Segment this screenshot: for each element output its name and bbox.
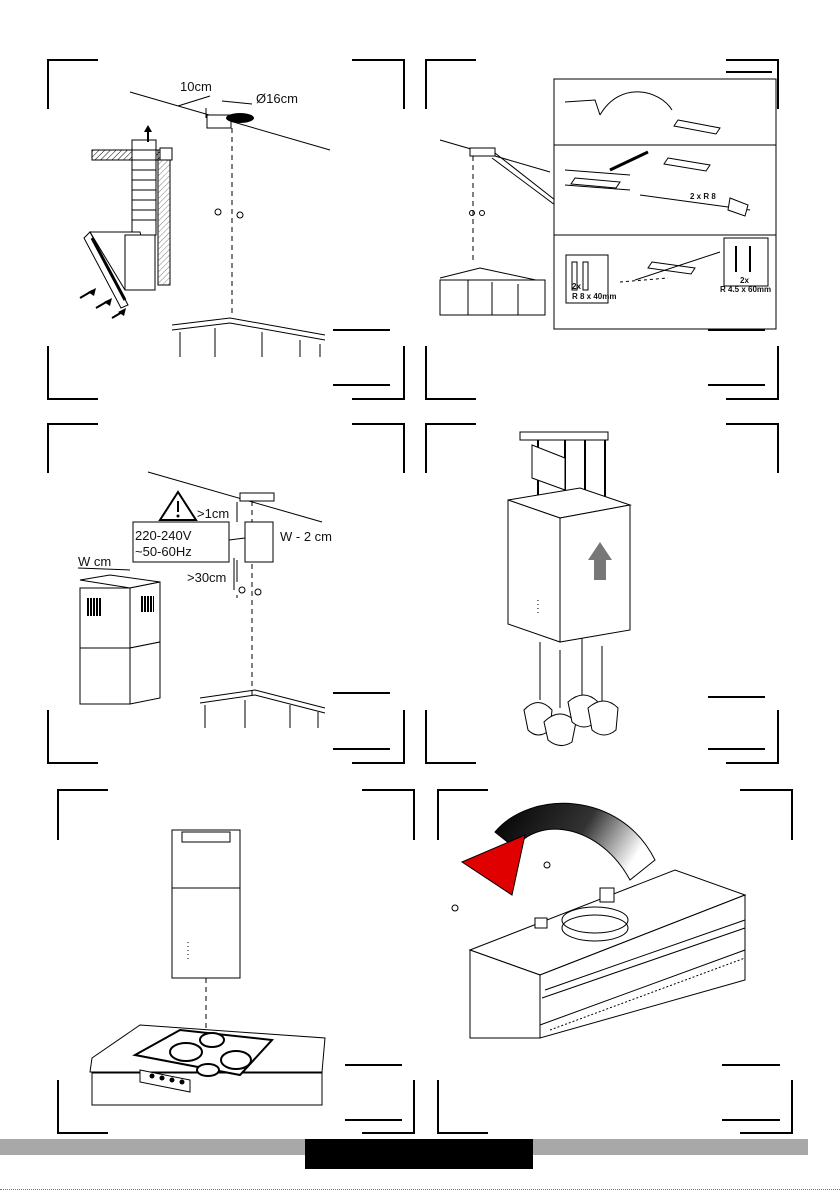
panel-hood-flip — [420, 770, 840, 1140]
label-width-minus-2cm: W - 2 cm — [280, 530, 332, 543]
label-screw-r8: 2 x R 8 — [690, 193, 716, 201]
panel-chimney-over-hob — [0, 770, 420, 1140]
panel-4-illustration — [420, 410, 840, 770]
label-duct-diameter: Ø16cm — [256, 92, 298, 105]
panel-wall-hood-ducting: 10cm Ø16cm — [0, 0, 420, 410]
panel-chimney-fixing — [420, 410, 840, 770]
label-plugs-size: R 8 x 40mm — [572, 293, 616, 301]
label-screws-size: R 4.5 x 60mm — [720, 286, 771, 294]
panel-1-illustration — [0, 0, 420, 410]
label-gap-bottom: >30cm — [187, 571, 226, 584]
panel-6-illustration — [420, 770, 840, 1140]
footer-black-label-block — [305, 1139, 533, 1169]
panel-5-illustration — [0, 770, 420, 1140]
page-trim-line — [0, 1189, 840, 1190]
panel-3-illustration — [0, 410, 420, 770]
label-gap-top: >1cm — [197, 507, 229, 520]
label-warning-voltage: 220-240V — [135, 529, 191, 542]
label-w-cm: W cm — [78, 555, 111, 568]
panel-electrical-clearance: >1cm 220-240V ~50-60Hz W - 2 cm >30cm W … — [0, 410, 420, 770]
label-plugs-qty: 2x — [572, 283, 581, 291]
label-warning-frequency: ~50-60Hz — [135, 545, 192, 558]
label-screws-qty: 2x — [740, 277, 749, 285]
label-distance-10cm: 10cm — [180, 80, 212, 93]
panel-bracket-mounting: 2 x R 8 2x R 8 x 40mm 2x R 4.5 x 60mm — [420, 0, 840, 410]
panel-2-illustration — [420, 0, 840, 410]
